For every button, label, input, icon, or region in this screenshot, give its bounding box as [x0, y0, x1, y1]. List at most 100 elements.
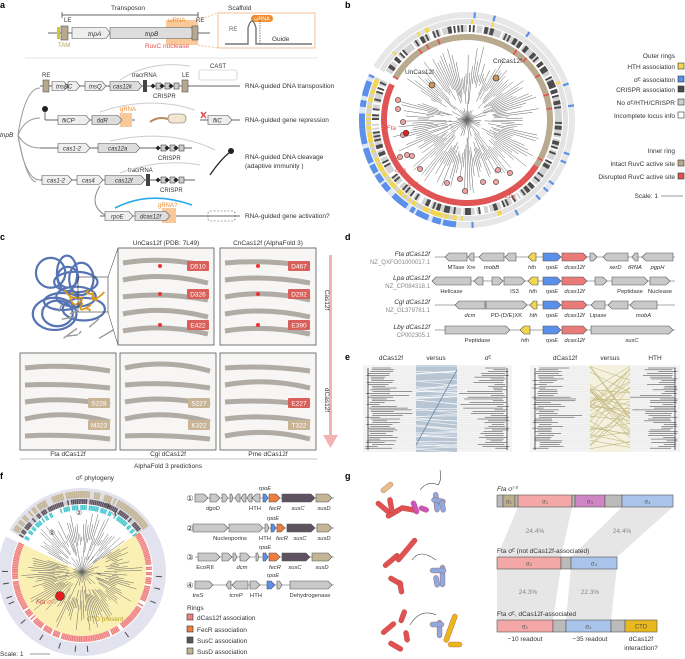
tree-label: Fta σᴱ: [36, 599, 55, 606]
tree-branch: [489, 129, 525, 146]
ring-segment: [61, 507, 65, 514]
outer-ring-segment: [369, 143, 375, 148]
outer-ring-segment: [402, 193, 408, 200]
outer-ring-segment: [439, 218, 444, 226]
gene-arrow: [84, 81, 107, 91]
tanglegram-link: [589, 402, 631, 419]
outer-ring-segment: [467, 25, 470, 33]
outer-ring-segment: [532, 188, 538, 194]
outer-ring-segment: [433, 30, 439, 38]
dcas12f-ring-segment: [12, 564, 19, 567]
outer-ring-segment: [506, 27, 511, 34]
residue-label: E390: [291, 323, 307, 330]
tree-branch: [93, 595, 103, 612]
homology-band: [566, 567, 617, 620]
inner-ring-segment: [545, 102, 552, 106]
outer-ring-segment: [416, 31, 421, 37]
inner-ring-segment: [465, 33, 468, 41]
gene-arrow: [240, 493, 247, 503]
homology-band: [497, 507, 572, 557]
outer-ring-segment: [379, 153, 387, 159]
susc-ring-segment: [135, 527, 141, 532]
connector: [109, 135, 216, 151]
tree-branch: [81, 571, 96, 584]
outer-ring-segment: [366, 107, 372, 110]
domain-segment: [571, 494, 576, 508]
outer-ring-segment: [511, 30, 516, 36]
outer-ring-segment: [380, 155, 388, 161]
outer-ring-segment: [412, 40, 419, 48]
dcas12f-ring-segment: [65, 634, 69, 641]
residue-label: D467: [291, 264, 307, 271]
inner-ring-segment: [524, 59, 530, 66]
outer-ring-segment: [370, 165, 377, 171]
tree-branch: [413, 122, 448, 128]
tree-branch: [78, 554, 83, 573]
gene-label: HTH: [250, 593, 262, 599]
inner-ring-segment: [401, 62, 408, 68]
susd-ring-segment: [26, 511, 33, 519]
inner-ring-segment: [383, 139, 390, 144]
dcas12f-ring-segment: [32, 617, 38, 623]
outer-ring-segment: [391, 41, 398, 48]
outer-ring-segment: [550, 166, 556, 171]
inner-ring-segment: [396, 69, 403, 75]
dcas12f-ring-segment: [42, 624, 48, 631]
ring-segment: [51, 511, 56, 517]
outer-ring-segment: [561, 80, 569, 85]
outer-ring-segment: [370, 86, 377, 91]
tree-branch: [88, 588, 99, 616]
outer-ring-segment: [394, 187, 400, 193]
inner-ring-segment: [525, 61, 532, 67]
fta-node: [402, 129, 410, 137]
tanglegram-link: [415, 379, 458, 382]
tree-branch: [488, 145, 499, 157]
inner-ring-segment: [546, 123, 553, 126]
ring-tick: [86, 645, 89, 652]
outer-ring-segment: [548, 85, 557, 90]
outer-ring-segment: [500, 25, 505, 31]
outer-ring-segment: [494, 211, 499, 217]
tree-branch: [78, 571, 83, 586]
gene-label: susC: [293, 536, 307, 542]
outer-ring-segment: [429, 17, 434, 25]
outer-ring-segment: [562, 107, 568, 111]
tree-branch: [482, 76, 506, 103]
scale-label: Scale: 1: [635, 193, 659, 200]
ring-segment: [125, 524, 131, 530]
locus-name: Cgl dCas12f: [394, 299, 431, 306]
susd-ring-segment: [19, 519, 26, 526]
inner-ring-segment: [393, 73, 400, 79]
outer-ring-segment: [401, 201, 408, 208]
susc-ring-segment: [126, 516, 131, 522]
tree-branch: [89, 524, 94, 541]
tanglegram-link: [415, 385, 458, 391]
beta-strand: [24, 381, 111, 391]
ring-segment: [102, 508, 106, 515]
protein-strand: [61, 316, 75, 320]
ring-segment: [94, 506, 98, 512]
dcas12f-ring-segment: [55, 631, 60, 638]
dcas12f-ring-segment: [22, 605, 29, 611]
inner-ring-segment: [491, 195, 496, 202]
gene-label: rpoE: [546, 265, 558, 271]
outer-ring-segment: [366, 119, 372, 123]
outer-ring-segment: [502, 208, 507, 214]
dcas12f-ring-segment: [16, 593, 23, 598]
tree-branch: [81, 571, 87, 592]
tree-branch: [98, 589, 107, 598]
tree-branch: [469, 150, 474, 193]
outer-ring-segment: [524, 195, 530, 201]
gene-arrow: [454, 300, 486, 310]
outer-ring-segment: [403, 202, 409, 209]
outer-ring-segment: [466, 215, 470, 221]
gene-arrow: [207, 115, 233, 125]
inner-ring-segment: [521, 177, 528, 183]
beta-strand: [224, 429, 311, 442]
outer-ring-segment: [437, 211, 442, 218]
susd-ring-segment: [122, 504, 128, 511]
tree-branch: [478, 64, 485, 83]
connector: [17, 87, 41, 136]
inner-ring-segment: [443, 197, 448, 204]
outer-ring-segment: [362, 90, 369, 95]
